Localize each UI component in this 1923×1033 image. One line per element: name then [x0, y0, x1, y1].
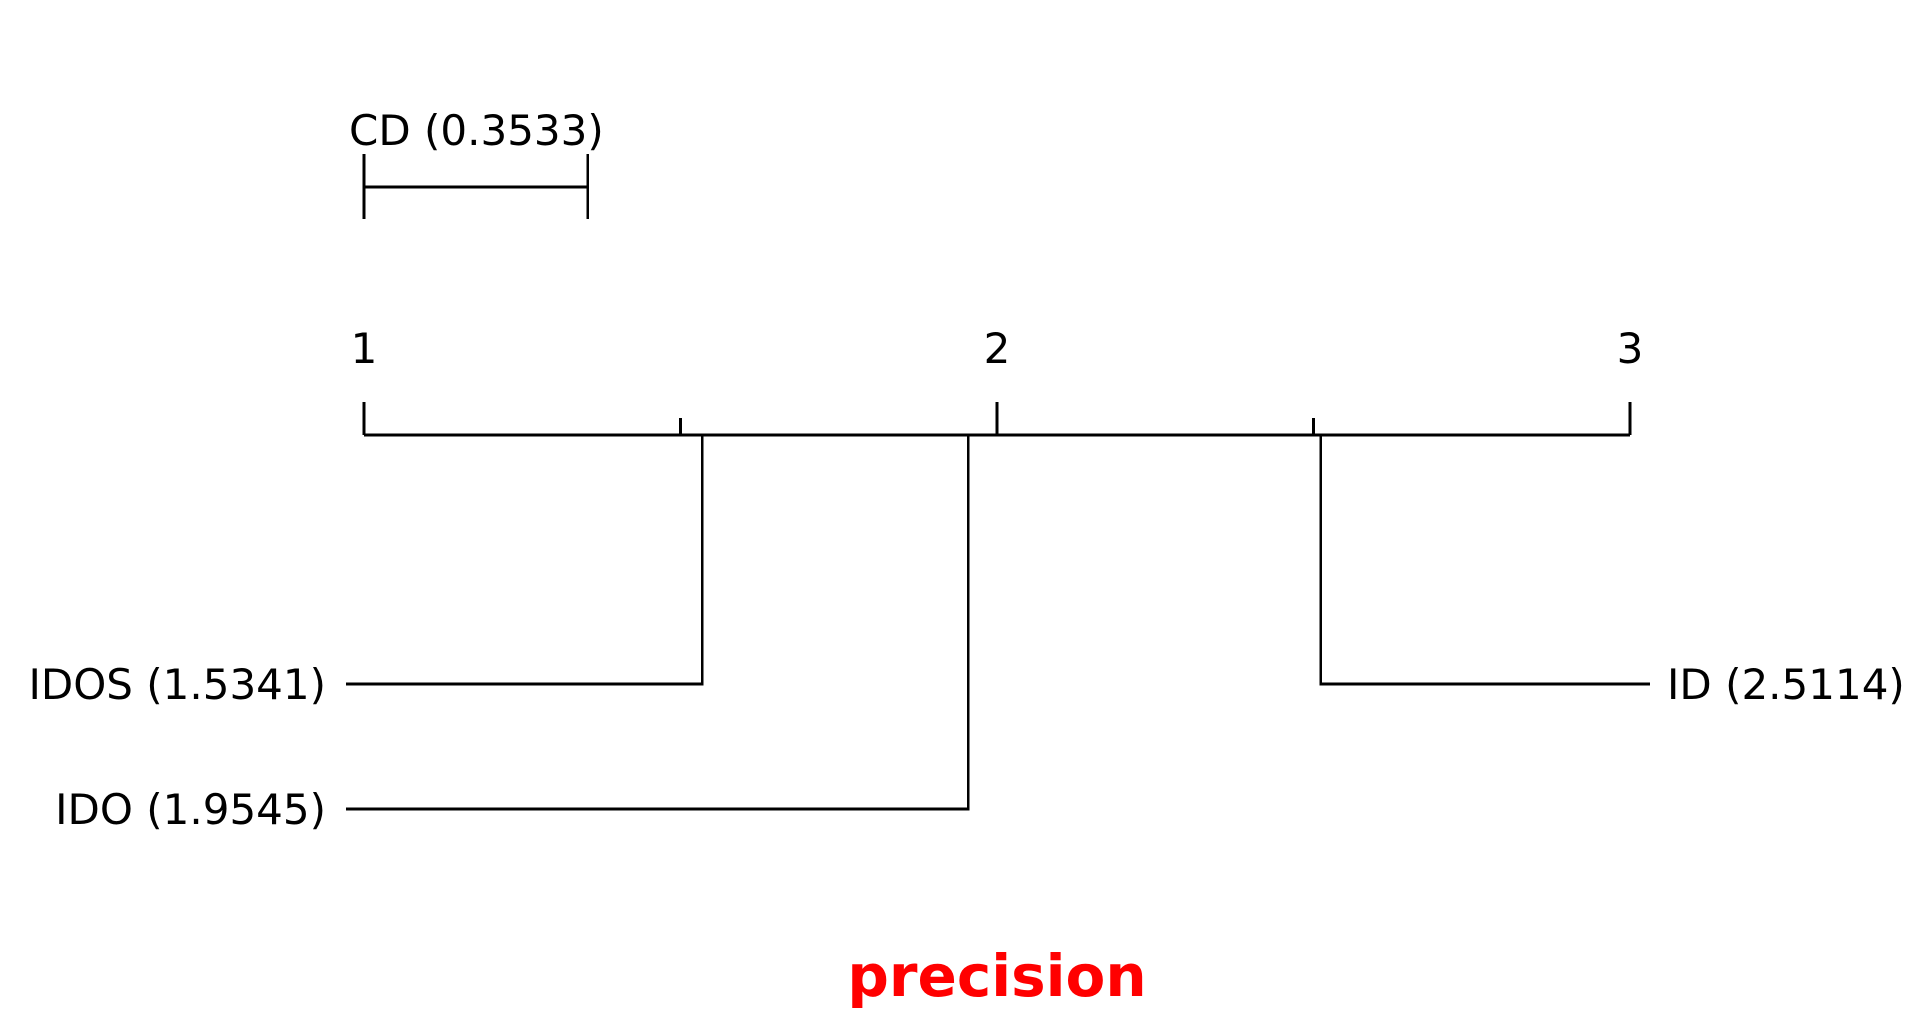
method-connector-line [1319, 435, 1650, 686]
axis-tick-label: 3 [1617, 324, 1644, 373]
critical-difference-bar: CD (0.3533) [349, 106, 604, 219]
method-label: IDOS (1.5341) [28, 660, 326, 709]
chart-title: precision [847, 942, 1146, 1010]
method-label: IDO (1.9545) [55, 785, 326, 834]
method-ido: IDO (1.9545) [55, 435, 970, 834]
rank-axis: 1 2 3 [351, 324, 1644, 437]
method-idos: IDOS (1.5341) [28, 435, 704, 709]
method-lines: IDOS (1.5341) IDO (1.9545) ID (2.5114) [28, 435, 1905, 834]
axis-tick-label: 2 [984, 324, 1011, 373]
method-id: ID (2.5114) [1319, 435, 1905, 709]
cd-label: CD (0.3533) [349, 106, 604, 155]
axis-tick-label: 1 [351, 324, 378, 373]
method-connector-line [346, 435, 970, 811]
method-connector-line [346, 435, 704, 686]
method-label: ID (2.5114) [1667, 660, 1905, 709]
